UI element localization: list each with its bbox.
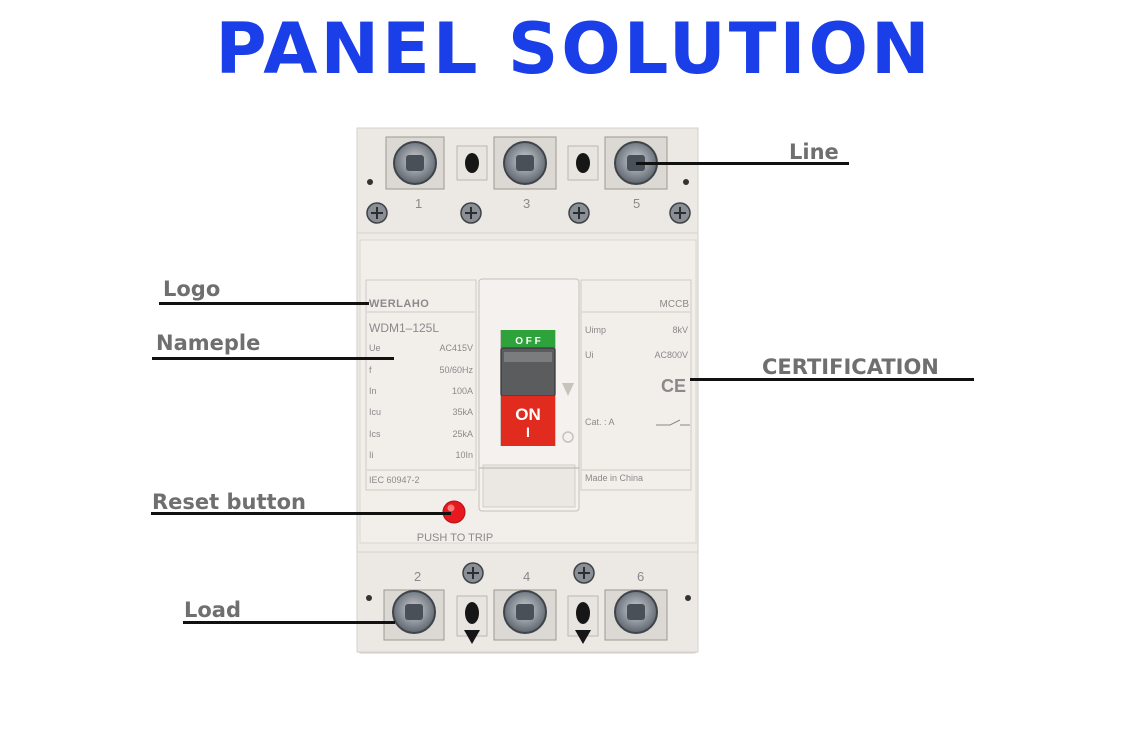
line-terminal-1: [393, 141, 437, 185]
off-label: O F F: [515, 336, 541, 347]
terminal-label-2: 2: [414, 569, 421, 584]
callout-nameplate-label: Nameple: [156, 331, 261, 355]
spec-key: Uimp: [585, 325, 606, 335]
callout-certification-label: CERTIFICATION: [762, 355, 939, 379]
ce-mark-icon: CE: [661, 376, 686, 396]
arrow-down-icon: [562, 383, 574, 396]
terminal-label-5: 5: [633, 196, 640, 211]
switch-symbol-icon: [656, 419, 690, 426]
load-terminal-3: [614, 590, 658, 634]
terminal-label-1: 1: [415, 196, 422, 211]
callout-line-label: Line: [789, 140, 839, 164]
spec-value: 50/60Hz: [439, 365, 473, 375]
spec-value: AC800V: [654, 350, 688, 360]
callout-load-leader: [183, 621, 395, 624]
spec-table-left: Ue AC415V f 50/60Hz In 100A Icu 35kA Ics…: [369, 343, 473, 460]
load-terminal-1: [392, 590, 436, 634]
spec-key: Ue: [369, 343, 381, 353]
callout-certification-leader: [690, 378, 974, 381]
terminal-label-3: 3: [523, 196, 530, 211]
callout-line-leader: [636, 162, 849, 165]
off-indicator: [501, 330, 555, 348]
spec-key: f: [369, 365, 372, 375]
spec-value: 35kA: [452, 407, 473, 417]
nameplate-left: [365, 279, 477, 491]
on-symbol: I: [526, 424, 530, 440]
spec-value: AC415V: [439, 343, 473, 353]
spec-value: 10In: [455, 450, 473, 460]
standard-label: IEC 60947-2: [369, 475, 420, 485]
spec-key: Ii: [369, 450, 374, 460]
spec-key: Ics: [369, 429, 381, 439]
line-terminal-2: [503, 141, 547, 185]
on-indicator: [501, 396, 555, 446]
off-circle-icon: [562, 431, 574, 443]
category-label: Cat. : A: [585, 417, 615, 427]
spec-key: Ui: [585, 350, 594, 360]
callout-reset-leader: [151, 512, 451, 515]
on-label: ON: [515, 405, 541, 424]
nameplate-right: [580, 279, 692, 491]
model-number: WDM1–125L: [369, 321, 439, 335]
push-to-trip-label: PUSH TO TRIP: [417, 532, 493, 544]
brand-logo: WERLAHO: [369, 298, 429, 310]
load-terminal-2: [503, 590, 547, 634]
terminal-label-4: 4: [523, 569, 530, 584]
callout-nameplate-leader: [152, 357, 394, 360]
page-title: PANEL SOLUTION: [215, 8, 933, 90]
terminal-label-6: 6: [637, 569, 644, 584]
callout-logo-label: Logo: [163, 277, 221, 301]
spec-value: 25kA: [452, 429, 473, 439]
origin-label: Made in China: [585, 473, 643, 483]
spec-key: In: [369, 386, 377, 396]
spec-value: 100A: [452, 386, 473, 396]
spec-value: 8kV: [672, 325, 688, 335]
callout-logo-leader: [159, 302, 369, 305]
spec-table-right: Uimp 8kV Ui AC800V: [585, 325, 688, 360]
callout-load-label: Load: [184, 598, 242, 622]
spec-key: Icu: [369, 407, 381, 417]
callout-reset-label: Reset button: [152, 490, 306, 514]
type-label: MCCB: [660, 299, 690, 310]
